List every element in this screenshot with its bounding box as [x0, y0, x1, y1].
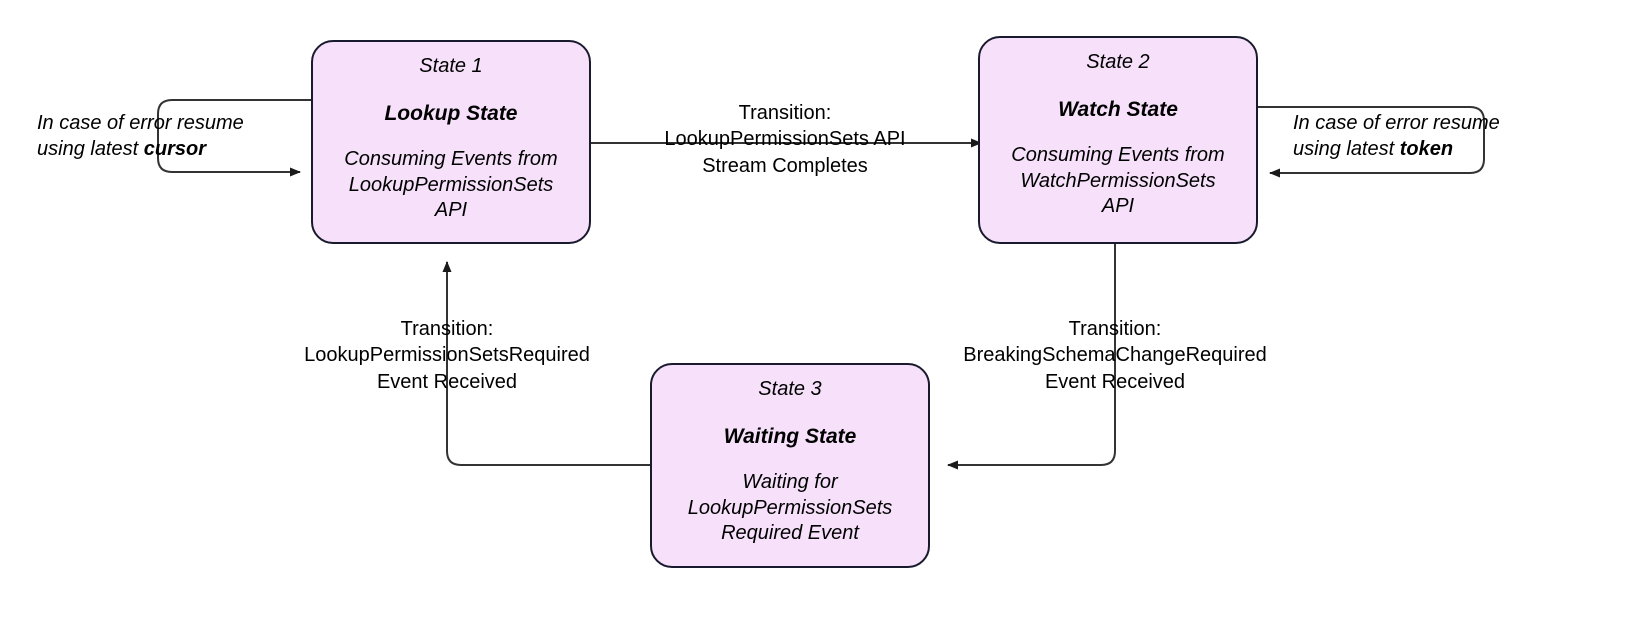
state1-description: Consuming Events from LookupPermissionSe…	[344, 148, 558, 222]
state3-description: Waiting for LookupPermissionSets Require…	[687, 471, 893, 545]
note-left-line1: In case of error resume	[37, 112, 244, 134]
state-box-state1[interactable]: State 1 Lookup State Consuming Events fr…	[311, 40, 591, 244]
edge-self-loop-state1	[157, 99, 312, 177]
state2-description: Consuming Events from WatchPermissionSet…	[1011, 144, 1225, 218]
note-right-line2-prefix: using latest	[1293, 138, 1400, 161]
state2-index-label: State 2	[1086, 51, 1150, 73]
transition-label-state1-to-state2: Transition: LookupPermissionSets API Str…	[664, 102, 906, 177]
note-self-loop-state2: In case of error resume using latest tok…	[1293, 110, 1555, 163]
note-right-line1: In case of error resume	[1293, 112, 1500, 134]
edge-self-loop-state2	[1256, 106, 1485, 178]
state3-index-label: State 3	[758, 378, 822, 400]
edge-state2-to-state3	[947, 243, 1116, 470]
note-self-loop-state1: In case of error resume using latest cur…	[37, 110, 295, 163]
state3-title: Waiting State	[723, 425, 857, 448]
transition-label-state3-to-state1: Transition: LookupPermissionSetsRequired…	[304, 318, 590, 393]
note-left-line2-bold: cursor	[143, 138, 206, 161]
transition-label-state2-to-state3: Transition: BreakingSchemaChangeRequired…	[963, 318, 1267, 393]
state-box-state2[interactable]: State 2 Watch State Consuming Events fro…	[978, 36, 1258, 244]
state1-index-label: State 1	[419, 55, 483, 77]
note-right-line2-bold: token	[1399, 138, 1454, 161]
state-box-state3[interactable]: State 3 Waiting State Waiting for Lookup…	[650, 363, 930, 568]
state2-title: Watch State	[1058, 98, 1178, 121]
note-left-line2-prefix: using latest	[37, 138, 144, 161]
edge-state3-to-state1	[442, 261, 652, 466]
state1-title: Lookup State	[384, 102, 518, 125]
